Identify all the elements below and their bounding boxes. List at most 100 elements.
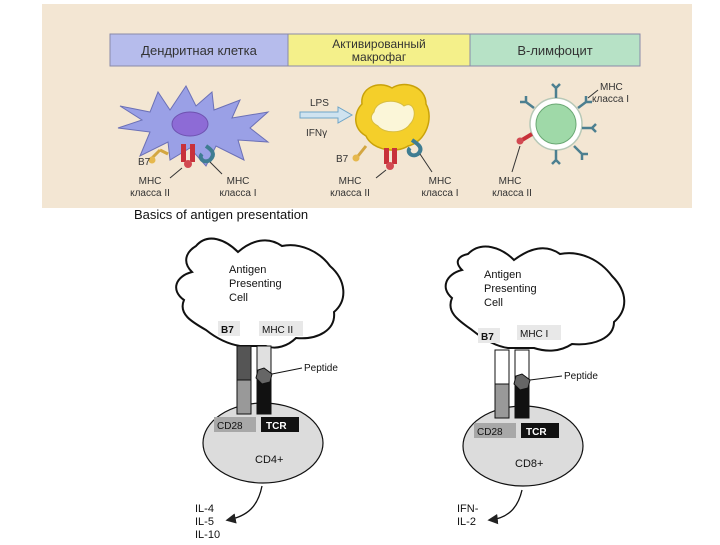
left-cytokine-arrow	[225, 485, 263, 524]
b-cell-receptor	[520, 96, 535, 109]
right-b7-label: B7	[481, 332, 494, 343]
left-apc-outline	[175, 237, 345, 349]
right-tcr-label: TCR	[526, 427, 547, 438]
dendritic-mhc1-marker	[198, 144, 215, 164]
macrophage-mhc2-chain-b	[392, 148, 397, 164]
dendritic-mhc2-label-1: MHC	[139, 176, 162, 187]
macrophage-mhc1-pointer	[419, 153, 433, 173]
macrophage-b7-head	[352, 154, 360, 162]
activation-arrow-shape	[299, 106, 354, 124]
right-b7-molecule	[494, 349, 510, 385]
right-mhc-box	[517, 325, 561, 340]
left-tcr-box	[261, 417, 299, 432]
dendritic-nucleus	[171, 111, 209, 137]
left-cytokine-3: IL-10	[195, 529, 220, 540]
dendritic-b7-label: B7	[138, 157, 151, 168]
dendritic-mhc2-label-2: класса II	[130, 188, 170, 199]
left-cd28-label: CD28	[217, 421, 243, 432]
b-cell-mhc1-pointer	[587, 89, 599, 99]
activation-arrow: LPS IFNγ	[299, 98, 354, 139]
left-apc-label-2: Presenting	[229, 278, 282, 290]
right-peptide-label: Peptide	[564, 371, 598, 382]
dendritic-mhc2-pointer	[169, 167, 183, 179]
dendritic-b7-head	[148, 156, 156, 164]
left-peptide-pointer	[271, 367, 303, 375]
bottom-title: Basics of antigen presentation	[134, 207, 308, 222]
header-macrophage	[287, 33, 471, 67]
macrophage-mhc1-label-2: класса I	[421, 188, 458, 199]
left-mhc-label: MHC II	[262, 325, 293, 336]
header-b-lymphocyte	[469, 33, 641, 67]
b-cell-receptor	[573, 145, 588, 160]
right-cd28-label: CD28	[477, 427, 503, 438]
left-mhc-box	[259, 321, 303, 336]
macrophage-b7-label: B7	[336, 154, 349, 165]
header-macrophage-label-1: Активированный	[332, 37, 426, 51]
b-cell-receptors	[520, 83, 597, 165]
right-tcr-box	[521, 423, 559, 438]
right-tcell-label: CD8+	[515, 458, 543, 470]
dendritic-cell: B7 MHC класса II MHC класса I	[117, 85, 270, 199]
top-illustration: Дендритная клетка Активированный макрофа…	[42, 4, 692, 208]
left-apc-label-1: Antigen	[229, 264, 266, 276]
b-cell-mhc1-label-1: MHC	[600, 82, 623, 93]
right-apc-label-3: Cell	[484, 297, 503, 309]
dendritic-mhc1-pointer	[209, 161, 223, 175]
b-cell-mhc2-pointer	[511, 145, 521, 173]
right-apc-outline	[444, 245, 626, 352]
macrophage-mhc2-label-2: класса II	[330, 188, 370, 199]
right-apc-label-2: Presenting	[484, 283, 537, 295]
left-tcr-molecule	[256, 379, 272, 415]
b-cell-receptor	[577, 96, 592, 109]
macrophage-mhc2-head	[386, 162, 394, 170]
b-cell-mhc2-head	[516, 137, 524, 145]
right-peptide-pointer	[529, 375, 563, 381]
cell-type-header: Дендритная клетка Активированный макрофа…	[109, 33, 641, 67]
dendritic-mhc2-chain-b	[190, 144, 195, 162]
right-cytokine-2: IL-2	[457, 516, 476, 528]
b-cell-receptor	[551, 83, 561, 98]
ifn-label: IFNγ	[306, 128, 327, 139]
left-b7-box	[218, 321, 240, 336]
header-dendritic	[109, 33, 289, 67]
macrophage-mhc2-pointer	[375, 169, 387, 179]
right-apc-label-1: Antigen	[484, 269, 521, 281]
left-b7-label: B7	[221, 325, 234, 336]
header-dendritic-label: Дендритная клетка	[141, 43, 257, 58]
b-cell-receptor	[582, 123, 597, 133]
left-cytokine-2: IL-5	[195, 516, 214, 528]
left-apc-label-3: Cell	[229, 292, 248, 304]
header-macrophage-label-2: макрофаг	[352, 50, 407, 64]
left-peptide-label: Peptide	[304, 363, 338, 374]
b-cell-mhc2-label-1: MHC	[499, 176, 522, 187]
b-cell-mhc1-label-2: класса I	[592, 94, 629, 105]
left-cd28-molecule	[236, 379, 252, 415]
macrophage-b7-marker	[356, 145, 368, 157]
mhc1-presentation: Antigen Presenting Cell B7 MHC I Peptide…	[444, 245, 626, 528]
b-cell-mhc2-label-2: класса II	[492, 188, 532, 199]
mhc2-presentation: Antigen Presenting Cell B7 MHC II Peptid…	[175, 237, 345, 541]
left-b7-molecule	[236, 345, 252, 381]
right-mhc-label: MHC I	[520, 329, 548, 340]
right-cd28-box	[474, 423, 516, 438]
b-lymphocyte-cell: MHC класса I MHC класса II	[492, 82, 629, 199]
left-cd28-box	[214, 417, 256, 432]
b-cell-mhc2	[520, 132, 534, 142]
dendritic-mhc1-label-1: MHC	[227, 176, 250, 187]
macrophage-cell: B7 MHC класса II MHC класса I	[330, 83, 459, 199]
macrophage-nucleus	[370, 100, 415, 133]
right-cytokine-arrow	[487, 489, 523, 525]
lps-label: LPS	[310, 98, 329, 109]
left-tcell-label: CD4+	[255, 454, 283, 466]
b-cell-nucleus	[535, 103, 577, 145]
dendritic-mhc2-chain-a	[181, 144, 186, 162]
macrophage-mhc1-label-1: MHC	[429, 176, 452, 187]
macrophage-mhc2-chain-a	[384, 148, 389, 164]
left-t-cell	[202, 402, 324, 484]
left-cytokine-1: IL-4	[195, 503, 214, 515]
right-cytokine-1: IFN-	[457, 503, 479, 515]
right-b7-box	[478, 328, 500, 343]
right-cd28-molecule	[494, 383, 510, 419]
